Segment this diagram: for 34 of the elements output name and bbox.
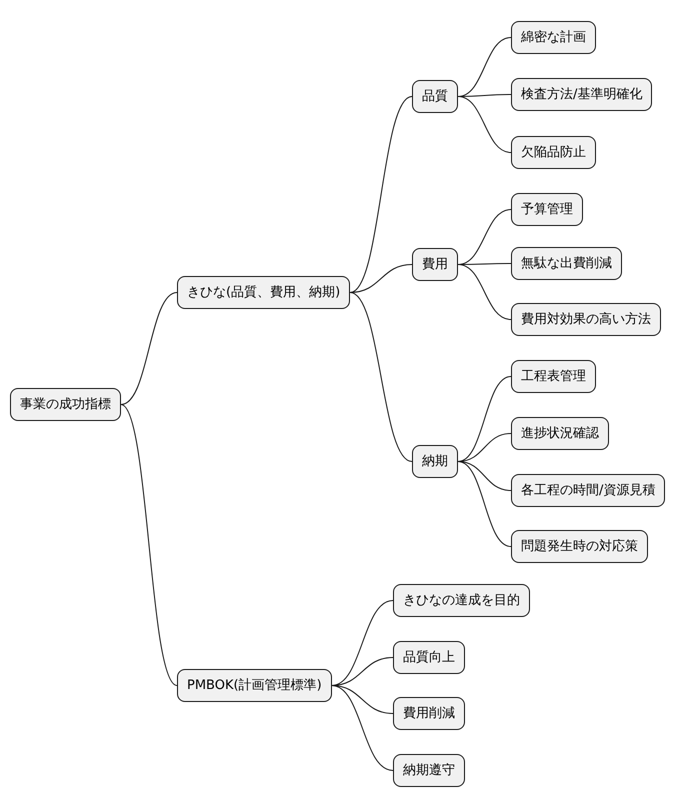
topic-box: 綿密な計画 bbox=[511, 21, 596, 54]
topic-box: きひな(品質、費用、納期) bbox=[177, 276, 350, 309]
topic-box: 問題発生時の対応策 bbox=[511, 530, 648, 563]
topic-box: 費用対効果の高い方法 bbox=[511, 303, 661, 336]
topic-box: きひなの達成を目的 bbox=[393, 584, 530, 617]
connector-line bbox=[458, 264, 512, 320]
topic-box: 品質 bbox=[412, 80, 458, 113]
topic-box: 無駄な出費削減 bbox=[511, 247, 622, 280]
connector-line bbox=[458, 96, 512, 153]
connector-line bbox=[458, 209, 512, 265]
topic-box: 事業の成功指標 bbox=[10, 388, 121, 421]
topic-box: 工程表管理 bbox=[511, 360, 596, 393]
connector-line bbox=[458, 461, 512, 491]
topic-box: 納期 bbox=[412, 445, 458, 478]
topic-box: 費用削減 bbox=[393, 697, 465, 730]
topic-box: 費用 bbox=[412, 248, 458, 281]
connector-line bbox=[331, 600, 394, 686]
connector-line bbox=[331, 685, 394, 771]
connector-line bbox=[458, 37, 512, 97]
connector-line bbox=[350, 96, 412, 293]
topic-box: 検査方法/基準明確化 bbox=[511, 78, 652, 111]
connector-line bbox=[458, 461, 512, 547]
connector-line bbox=[120, 292, 178, 405]
topic-box: PMBOK(計画管理標準) bbox=[177, 669, 332, 702]
connector-line bbox=[350, 264, 412, 293]
connector-line bbox=[350, 292, 412, 462]
topic-box: 納期遵守 bbox=[393, 754, 465, 787]
topic-box: 品質向上 bbox=[393, 641, 465, 674]
topic-box: 欠陥品防止 bbox=[511, 136, 596, 169]
connector-line bbox=[458, 376, 512, 462]
topic-box: 進捗状況確認 bbox=[511, 417, 609, 450]
connector-line bbox=[120, 404, 178, 686]
topic-box: 各工程の時間/資源見積 bbox=[511, 474, 666, 507]
topic-box: 予算管理 bbox=[511, 193, 583, 226]
